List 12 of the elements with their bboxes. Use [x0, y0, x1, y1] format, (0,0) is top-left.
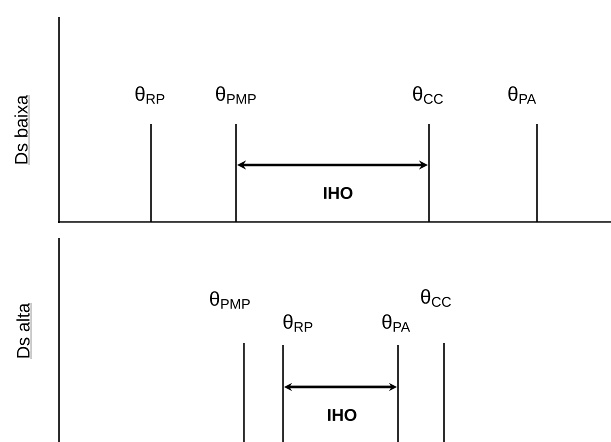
- value-label: θ$_{PMP}$: [216, 86, 256, 104]
- value-label: θ$_{PMP}$: [210, 291, 250, 309]
- range-label: IHO: [328, 408, 356, 421]
- axis-label: Ds baixa: [14, 94, 30, 166]
- value-label: θ$_{PA}$: [508, 86, 536, 104]
- value-label: θ$_{RP}$: [284, 314, 312, 332]
- value-label: θ$_{PA}$: [382, 314, 410, 332]
- axis-label: Ds alta: [16, 302, 32, 360]
- value-label: θ$_{CC}$: [413, 86, 443, 104]
- value-label: θ$_{RP}$: [136, 86, 164, 104]
- value-label: θ$_{CC}$: [421, 289, 451, 307]
- range-label: IHO: [324, 186, 352, 200]
